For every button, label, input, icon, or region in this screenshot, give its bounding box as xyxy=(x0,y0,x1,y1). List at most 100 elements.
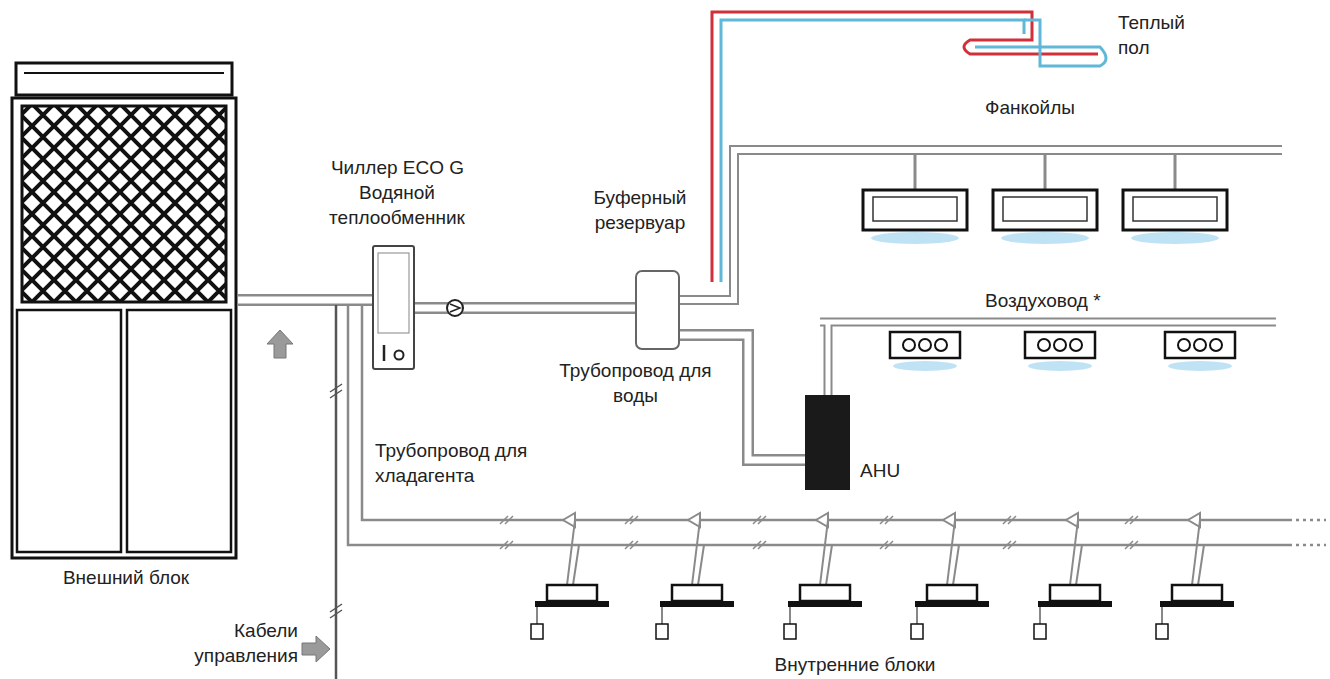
ahu-outline xyxy=(805,395,850,490)
chiller-outline xyxy=(372,245,415,370)
diffuser-fan xyxy=(1054,339,1066,351)
flow-arrow xyxy=(267,330,293,358)
annotation-label: Трубопровод для воды xyxy=(548,358,723,408)
water-pipe-connector xyxy=(238,300,372,301)
diffuser-fan xyxy=(903,339,915,351)
remote-controller xyxy=(656,624,668,639)
tank-outline xyxy=(635,270,680,350)
indoor-unit xyxy=(547,585,597,601)
indoor-unit-panel xyxy=(660,601,734,607)
indoor-unit xyxy=(1050,585,1100,601)
continuation-dots xyxy=(1296,520,1326,545)
remote-wire xyxy=(790,607,791,624)
remote-controller xyxy=(911,624,923,639)
outdoor-shape xyxy=(10,60,238,560)
node-heading: Чиллер ECO G xyxy=(285,155,510,180)
node-subtitle: Водяной теплообменник xyxy=(322,180,472,230)
pipe-inner xyxy=(238,297,372,304)
indoor-unit-panel xyxy=(1160,601,1234,607)
duct-inner xyxy=(820,322,1276,395)
fancoil-drop xyxy=(914,155,917,190)
indoor-unit xyxy=(927,585,977,601)
fancoil-grille xyxy=(1003,197,1087,221)
indoor-unit xyxy=(1172,585,1222,601)
chiller-shape xyxy=(372,245,415,370)
equipment-node: Внешний блок xyxy=(10,60,242,600)
air-glow xyxy=(1028,361,1092,371)
indoor-unit-panel xyxy=(788,601,862,607)
remote-controller xyxy=(1156,624,1168,639)
break-marks xyxy=(880,516,893,549)
node-heading: AHU xyxy=(860,458,915,483)
unit-group xyxy=(500,155,1235,639)
ahu-shape xyxy=(805,395,850,490)
outdoor-outline xyxy=(10,60,238,560)
diffuser-fan xyxy=(1070,339,1082,351)
indoor-unit-panel xyxy=(915,601,989,607)
indoor-unit-panel xyxy=(1038,601,1112,607)
annotation-label: Теплый пол xyxy=(1118,10,1188,60)
remote-wire xyxy=(1040,607,1041,624)
annotation-label: Воздуховод * xyxy=(985,288,1165,313)
pipe-outer xyxy=(680,335,805,460)
branch-joint xyxy=(943,513,955,527)
annotation-label: Внутренние блоки xyxy=(735,652,975,677)
refrigerant-line xyxy=(348,305,1292,545)
air-glow xyxy=(871,232,959,244)
branch-pipe xyxy=(947,520,959,585)
branch-pipe xyxy=(820,520,832,585)
remote-controller xyxy=(531,624,543,639)
diffuser-fan xyxy=(1038,339,1050,351)
fancoil-grille xyxy=(873,197,957,221)
fancoil-drop xyxy=(1174,155,1177,190)
annotation-label: Трубопровод для хладагента xyxy=(375,438,550,488)
branch-joint xyxy=(816,513,828,527)
break-marks xyxy=(625,516,638,549)
annotation-label: Фанкойлы xyxy=(985,95,1115,120)
branch-pipe xyxy=(567,520,579,585)
fancoil-unit xyxy=(993,190,1097,230)
water-pipe xyxy=(680,150,1282,300)
node-heading: Внешний блок xyxy=(10,565,242,590)
air-glow xyxy=(1131,232,1219,244)
branch-joint xyxy=(688,513,700,527)
branch-joint xyxy=(563,513,575,527)
duct xyxy=(820,322,1276,395)
break-marks xyxy=(1125,516,1138,549)
diffuser-fan xyxy=(935,339,947,351)
water-pipe-connector xyxy=(680,335,805,460)
break-marks xyxy=(330,384,342,618)
pump-symbol xyxy=(447,300,463,316)
branch-pipe xyxy=(1192,520,1204,585)
pipe-outer xyxy=(238,294,372,306)
fancoil-grille xyxy=(1133,197,1217,221)
break-marks xyxy=(500,516,513,549)
remote-wire xyxy=(1162,607,1163,624)
water-pipe-inner xyxy=(680,150,1282,300)
tank-shape xyxy=(635,270,680,350)
control-cable xyxy=(335,305,338,679)
remote-wire xyxy=(537,607,538,624)
break-marks xyxy=(753,516,766,549)
fancoil-drop xyxy=(1044,155,1047,190)
remote-controller xyxy=(784,624,796,639)
indoor-unit xyxy=(800,585,850,601)
branch-pipe xyxy=(692,520,704,585)
air-glow xyxy=(893,361,957,371)
branch-joint xyxy=(1188,513,1200,527)
diffuser-fan xyxy=(919,339,931,351)
remote-wire xyxy=(917,607,918,624)
diffuser-fan xyxy=(1178,339,1190,351)
pump-symbol-arrow xyxy=(450,304,460,312)
node-heading: Буферный резервуар xyxy=(565,185,715,235)
remote-controller xyxy=(1034,624,1046,639)
fancoil-unit xyxy=(1123,190,1227,230)
indoor-unit xyxy=(672,585,722,601)
branch-pipe xyxy=(1070,520,1082,585)
fancoil-unit xyxy=(863,190,967,230)
duct-diffuser xyxy=(1165,332,1235,358)
cold-pipe-coil xyxy=(975,20,1106,66)
remote-wire xyxy=(662,607,663,624)
air-glow xyxy=(1001,232,1089,244)
